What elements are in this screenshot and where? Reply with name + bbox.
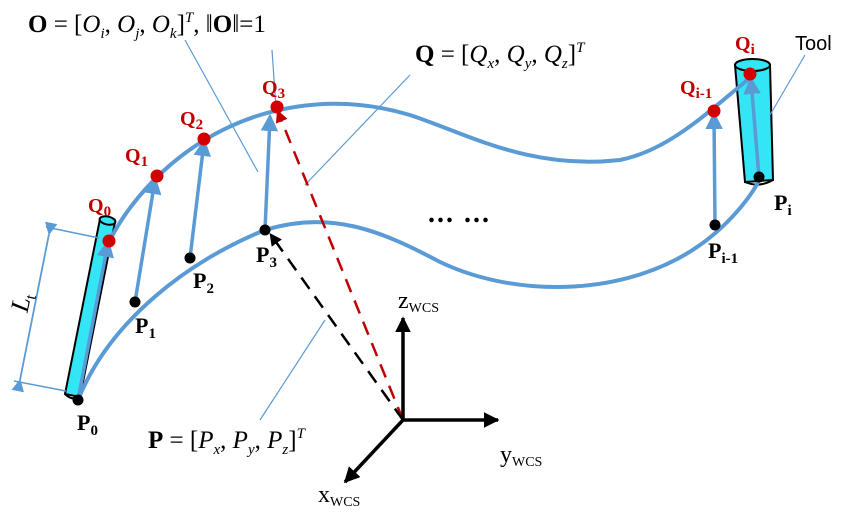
wcs-axes	[343, 316, 500, 484]
tool-label: Tool	[795, 33, 832, 55]
dashed-vector-q3	[275, 109, 405, 421]
label-p1: P1	[135, 313, 156, 342]
orientation-arrow-3	[260, 113, 279, 231]
orientation-arrow-i	[743, 76, 761, 178]
orientation-arrows	[76, 76, 761, 401]
q-labels: Q0 Q1 Q2 Q3 Qi-1 Qi	[88, 33, 755, 220]
tool-length-ext-bottom	[13, 380, 67, 392]
label-p0: P0	[77, 410, 98, 439]
leader-lines	[184, 39, 806, 421]
point-q1	[150, 169, 164, 183]
tool-length-label: Lt	[5, 289, 41, 316]
point-q0	[102, 234, 116, 248]
point-p-i-1	[709, 219, 721, 231]
leader-tool	[769, 54, 806, 116]
q-points	[102, 67, 757, 248]
z-axis-label: zWCS	[398, 288, 439, 316]
q-curve	[108, 76, 752, 241]
label-q0: Q0	[88, 195, 111, 220]
tool-0-top	[98, 215, 117, 226]
point-p3	[259, 224, 271, 236]
label-p2: P2	[193, 268, 214, 297]
tool-length-arrow	[11, 221, 58, 393]
point-q3	[270, 100, 284, 114]
p-labels: P0 P1 P2 P3 Pi-1 Pi	[77, 190, 792, 439]
label-p-i-1: Pi-1	[708, 238, 738, 267]
point-q-i	[743, 67, 757, 81]
tool-length-ext-top	[45, 226, 100, 239]
orientation-arrow-1	[133, 176, 162, 303]
orientation-arrow-i-1	[705, 111, 723, 226]
ellipsis: ... ...	[428, 198, 491, 229]
label-p3: P3	[256, 242, 277, 271]
p-vector-equation: P = [Px, Py, Pz]T	[148, 426, 307, 458]
leader-p	[259, 319, 326, 421]
label-q-i-1: Qi-1	[680, 77, 712, 102]
label-q2: Q2	[180, 108, 203, 133]
orientation-arrow-0	[76, 239, 114, 401]
y-axis-label: yWCS	[500, 442, 542, 470]
label-p-i: Pi	[774, 190, 792, 219]
orientation-equation: O = [Oi, Oj, Ok]T, ‖O‖=1	[28, 10, 266, 42]
leader-orientation-2	[271, 49, 277, 109]
label-q1: Q1	[125, 145, 148, 170]
p-curve	[76, 177, 762, 401]
dashed-vector-p3	[269, 232, 405, 421]
leader-orientation-1	[184, 39, 259, 173]
label-q3: Q3	[262, 77, 285, 102]
p-points	[72, 171, 765, 406]
x-axis-label: xWCS	[318, 482, 360, 510]
leader-q	[304, 74, 411, 186]
q-vector-equation: Q = [Qx, Qy, Qz]T	[415, 40, 586, 72]
x-axis	[343, 418, 405, 484]
point-p2	[184, 252, 196, 264]
point-p1	[129, 296, 141, 308]
orientation-arrow-2	[188, 138, 212, 259]
point-q2	[197, 132, 211, 146]
point-p0	[72, 394, 84, 406]
label-q-i: Qi	[735, 33, 755, 58]
point-q-i-1	[707, 104, 721, 118]
point-p-i	[753, 171, 765, 183]
tool-length-dimension	[11, 221, 100, 393]
